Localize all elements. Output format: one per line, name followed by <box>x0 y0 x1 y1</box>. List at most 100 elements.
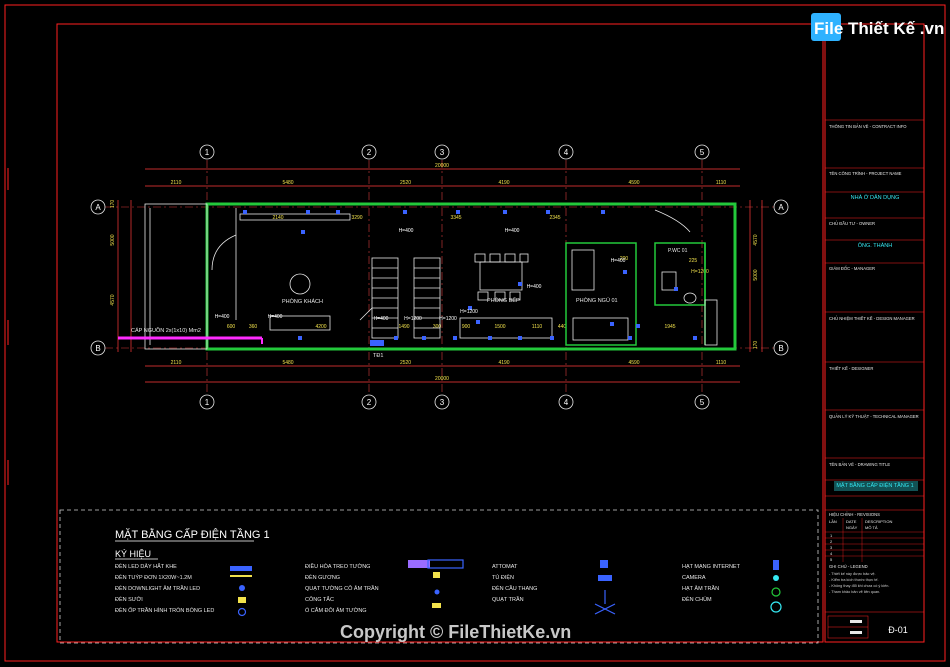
height-label: H=400 <box>611 258 626 264</box>
fixture-symbol <box>394 336 398 340</box>
axis-label: B <box>778 344 783 353</box>
drawing-title-highlight <box>834 481 918 491</box>
panel-label: TĐ1 <box>373 353 383 359</box>
axis-label: B <box>95 344 100 353</box>
legend-item: ĐÈN GƯƠNG <box>305 574 340 581</box>
dimension-text: 5480 <box>282 360 293 366</box>
title-block-row: CHỦ NHIỆM THIẾT KẾ - DESIGN MANAGER <box>829 316 915 321</box>
title-block-row: ÔNG. THÀNH <box>858 242 892 249</box>
title-block-row: CHỦ ĐẦU TƯ - OWNER <box>829 221 875 226</box>
title-block-row: QUẢN LÝ KỸ THUẬT - TECHNICAL MANAGER <box>829 414 919 419</box>
dimension-text: 4190 <box>498 180 509 186</box>
title-block-row: MẶT BẰNG CẤP ĐIỆN TẦNG 1 <box>836 481 913 489</box>
switch-symbol <box>434 589 440 595</box>
height-label: H=400 <box>268 314 283 320</box>
axis-label: 5 <box>700 148 705 157</box>
axis-label: 3 <box>440 398 445 407</box>
revision-row: 1 <box>830 533 833 538</box>
fixture-symbol <box>301 230 305 234</box>
height-label: H=1200 <box>404 316 422 322</box>
cable-label: CÁP NGUỒN 2x(1x10) Mm2 <box>131 327 201 334</box>
height-label: H=400 <box>374 316 389 322</box>
inner-dimension: 2345 <box>549 215 560 221</box>
revision-row: 2 <box>830 539 833 544</box>
dimension-text: 2520 <box>400 180 411 186</box>
axis-bubble <box>694 144 710 160</box>
legend-item: ĐÈN CHÙM <box>682 596 712 603</box>
speaker-symbol <box>771 587 781 597</box>
attomat-symbol <box>600 560 608 568</box>
legend-item: TỦ ĐIỆN <box>492 573 514 581</box>
overall-dimension: 20000 <box>435 376 449 382</box>
copyright-watermark: Copyright © FileThietKe.vn <box>340 622 571 642</box>
dimension-lines <box>117 168 763 383</box>
camera-symbol <box>773 575 779 581</box>
outer-border <box>4 4 946 662</box>
legend-box <box>59 509 819 644</box>
wc-dimension: H=1200 <box>691 269 709 275</box>
axis-label: 1 <box>205 398 210 407</box>
dimension-text: 2520 <box>400 360 411 366</box>
note-line: - Không thay đổi khi chưa có ý kiến. <box>829 584 889 588</box>
heater-symbol <box>238 597 246 603</box>
electric-panel <box>370 340 384 346</box>
staircase <box>359 257 441 339</box>
fixture-symbol <box>518 336 522 340</box>
fixture-symbol <box>628 336 632 340</box>
fixture-symbol <box>468 306 472 310</box>
legend-item: ĐÈN CẦU THANG <box>492 585 537 592</box>
ac-symbol <box>408 560 430 568</box>
mirror-light-symbol <box>427 559 464 569</box>
internet-symbol <box>773 560 779 570</box>
legend-title: MẶT BẰNG CẤP ĐIỆN TẦNG 1 <box>115 528 270 541</box>
inner-dimension: 4200 <box>315 324 326 330</box>
room-label-living: PHÒNG KHÁCH <box>282 298 323 305</box>
axis-label: 2 <box>367 148 372 157</box>
fixture-symbol <box>243 210 247 214</box>
fixture-symbol <box>518 282 522 286</box>
dimension-text: 5000 <box>753 269 759 280</box>
socket-symbol <box>432 603 441 608</box>
axis-bubble <box>199 144 215 160</box>
axis-bubble <box>694 394 710 410</box>
height-label: H=400 <box>399 228 414 234</box>
drawing-border <box>56 23 824 643</box>
legend-item: Ổ CẮM ĐÔI ÂM TƯỜNG <box>305 606 367 614</box>
legend-item: HẠT MẠNG INTERNET <box>682 564 741 570</box>
dimension-text: 4590 <box>628 180 639 186</box>
legend-item: ĐÈN LED DÂY HẮT KHE <box>115 562 177 570</box>
height-label: H=400 <box>527 284 542 290</box>
height-label: H=1200 <box>460 309 478 315</box>
legend-item: ĐÈN TUÝP ĐƠN 1X20W~1.2M <box>115 574 192 581</box>
revision-col-header: NGÀY <box>846 525 858 530</box>
fixture-symbol <box>546 210 550 214</box>
note-line: - Thiết kế này được bảo vệ. <box>829 572 876 576</box>
inner-dimension: 440 <box>558 324 567 330</box>
inner-dimension: 2140 <box>272 215 283 221</box>
logo-badge <box>811 13 841 41</box>
furniture <box>239 213 718 346</box>
revision-col-header: LẦN <box>829 519 837 524</box>
power-cable <box>118 336 263 344</box>
fixture-symbol <box>488 336 492 340</box>
revision-col-header: DATE <box>846 519 857 524</box>
inner-dimension: 600 <box>227 324 236 330</box>
dimension-text: 170 <box>110 200 116 209</box>
wc-dimension: 200 <box>620 256 629 262</box>
inner-dimension: 1500 <box>494 324 505 330</box>
title-block-row: TÊN BẢN VẼ - DRAWING TITLE <box>829 462 890 467</box>
axis-label: 1 <box>205 148 210 157</box>
wc-dimension: 225 <box>689 258 698 264</box>
dimension-text: 170 <box>753 341 759 350</box>
axis-label: 3 <box>440 148 445 157</box>
revision-row: 5 <box>830 557 833 562</box>
axis-bubble <box>773 199 789 215</box>
chandelier-symbol <box>770 601 782 613</box>
dimension-text: 5000 <box>110 234 116 245</box>
height-label: H=400 <box>215 314 230 320</box>
revision-col-header: DESCRIPTION <box>865 519 892 524</box>
fixture-symbol <box>623 270 627 274</box>
